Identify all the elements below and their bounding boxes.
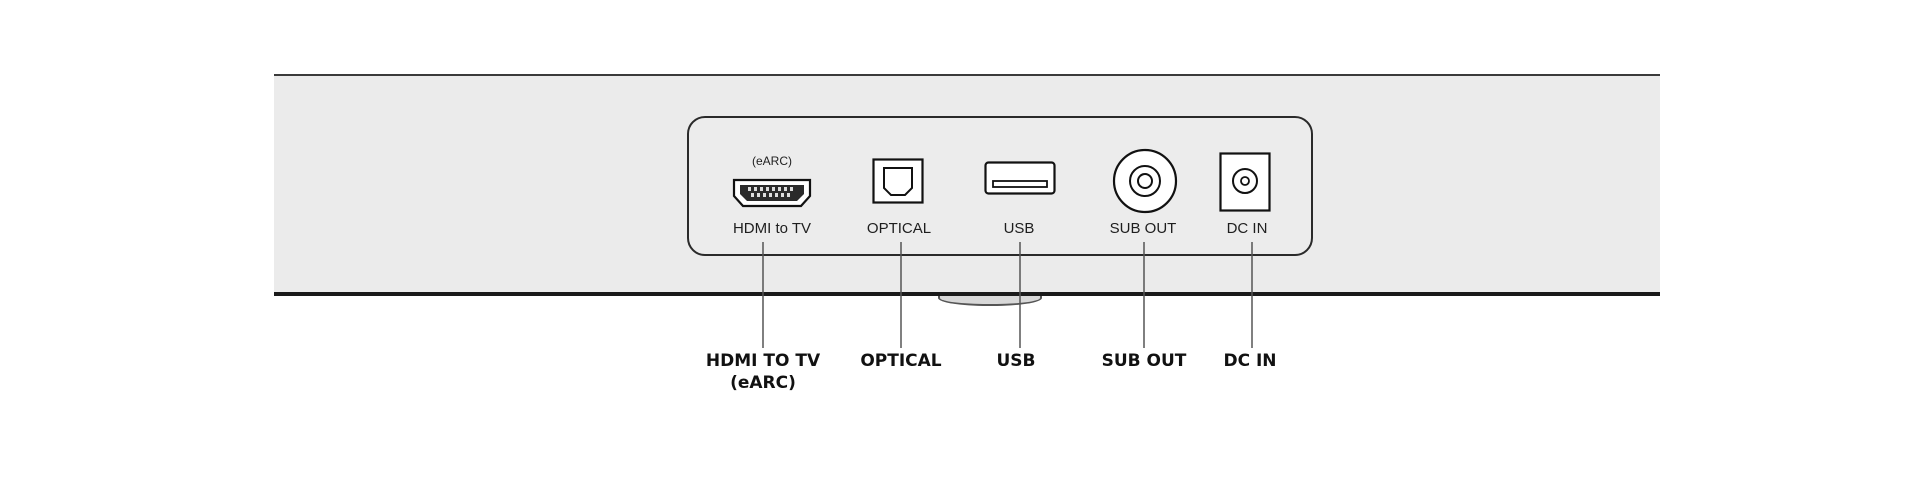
callout-hdmi-line1: HDMI TO TV xyxy=(705,351,821,371)
callout-optical: OPTICAL xyxy=(860,351,942,371)
usb-port-icon xyxy=(984,161,1056,195)
dc-in-port-label: DC IN xyxy=(1226,220,1268,237)
hdmi-port-icon xyxy=(732,178,812,208)
callout-hdmi: HDMI TO TV (eARC) xyxy=(706,350,820,394)
callout-usb: USB xyxy=(996,351,1036,371)
callout-dc-in: DC IN xyxy=(1223,351,1277,371)
sub-out-port-label: SUB OUT xyxy=(1109,220,1177,237)
hdmi-earc-sublabel: (eARC) xyxy=(751,154,793,168)
rca-port-icon xyxy=(1112,148,1178,214)
hdmi-port-label: HDMI to TV xyxy=(732,220,812,237)
callout-hdmi-line2: (eARC) xyxy=(730,373,796,393)
callout-sub-out: SUB OUT xyxy=(1101,351,1187,371)
usb-port-label: USB xyxy=(1003,220,1035,237)
dc-power-port-icon xyxy=(1219,152,1271,212)
optical-port-icon xyxy=(872,158,924,204)
optical-port-label: OPTICAL xyxy=(866,220,932,237)
